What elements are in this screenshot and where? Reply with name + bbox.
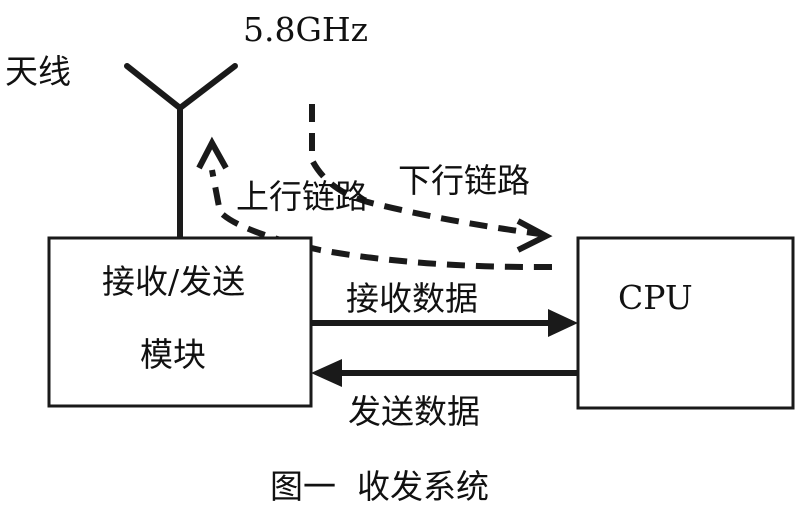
- module-label-line2: 模块: [140, 335, 206, 374]
- send-data-arrowhead: [311, 359, 342, 387]
- receive-data-arrowhead: [548, 309, 578, 337]
- receive-data-label: 接收数据: [346, 279, 478, 318]
- uplink-label: 上行链路: [236, 177, 368, 216]
- uplink-arrowhead: [196, 136, 229, 170]
- downlink-label: 下行链路: [398, 161, 530, 200]
- cpu-box: [576, 236, 795, 410]
- frequency-label: 5.8GHz: [243, 10, 368, 49]
- cpu-label: CPU: [618, 278, 693, 317]
- downlink-arrowhead: [516, 218, 553, 253]
- antenna-icon: [124, 63, 238, 241]
- transceiver-module-box: [47, 236, 313, 408]
- module-label-line1: 接收/发送: [102, 262, 245, 301]
- antenna-label: 天线: [5, 52, 71, 91]
- figure-caption: 图一 收发系统: [270, 467, 489, 506]
- uplink-path: [209, 169, 553, 271]
- send-data-label: 发送数据: [348, 392, 480, 431]
